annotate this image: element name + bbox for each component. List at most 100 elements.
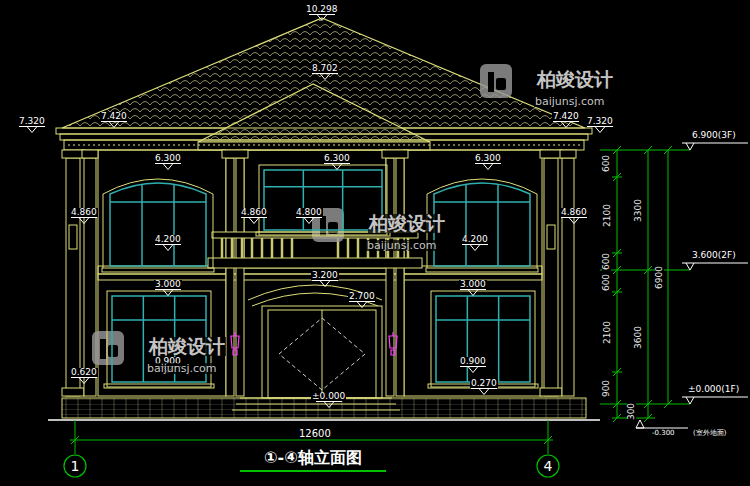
dimension-value: 6900 <box>655 265 664 290</box>
elevation-mark <box>19 127 45 133</box>
window-sill <box>426 268 538 272</box>
elevation-mark <box>553 122 579 128</box>
elevation-mark <box>155 245 181 251</box>
elevation-mark <box>460 290 486 296</box>
elevation-value: 7.320 <box>18 117 46 126</box>
elevation-value: 4.200 <box>461 235 489 244</box>
elevation-value: 6.300 <box>474 154 502 163</box>
window <box>428 291 538 388</box>
wall-lamps <box>231 332 397 355</box>
elevation-value: 8.702 <box>311 64 339 73</box>
drawing-title: ①-④轴立面图 <box>262 449 364 467</box>
watermark-logo-mark <box>100 72 506 359</box>
elevation-value: 6.300 <box>154 154 182 163</box>
elevation-value: 3.000 <box>154 280 182 289</box>
window-trim <box>431 291 535 387</box>
elevation-mark <box>324 164 350 170</box>
elevation-mark <box>561 218 587 224</box>
dimension-value: 600 <box>602 154 611 173</box>
elevation-value: 7.320 <box>586 117 614 126</box>
elevation-value: 6.300 <box>323 154 351 163</box>
elevation-value: 4.860 <box>70 208 98 217</box>
elevation-mark <box>309 15 335 21</box>
axis-number: 1 <box>63 454 87 478</box>
elevation-value: 2.700 <box>348 292 376 301</box>
elevation-value: 3.600(2F) <box>691 251 737 260</box>
watermark: 柏竣设计 <box>536 70 614 89</box>
dimension-value: 600 <box>602 252 611 271</box>
elevation-value: 4.200 <box>154 235 182 244</box>
dimension-value: 600 <box>602 273 611 292</box>
watermark-url: baijunsj.com <box>146 363 218 374</box>
elevation-value: 7.420 <box>552 112 580 121</box>
elevation-value: ±0.000 <box>311 392 346 401</box>
elevation-value: 0.270 <box>470 379 498 388</box>
window-frame <box>434 183 530 266</box>
elevation-mark <box>296 218 322 224</box>
elevation-mark <box>349 302 375 308</box>
elevation-mark <box>71 218 97 224</box>
dimension-value: 900 <box>602 379 611 398</box>
dimension-value: 2100 <box>603 320 612 345</box>
window-mullion <box>434 184 530 266</box>
elevation-mark <box>462 245 488 251</box>
title-underline <box>240 470 386 472</box>
elevation-value: 7.420 <box>100 112 128 121</box>
elevation-mark <box>241 218 267 224</box>
window-mullion <box>436 296 530 382</box>
window-sill <box>104 384 214 388</box>
elevation-mark <box>316 402 342 408</box>
level-note: (室外地面) <box>692 430 727 437</box>
elevation-value: ±0.000(1F) <box>687 385 740 394</box>
gable-ground <box>198 84 430 142</box>
elevation-mark <box>312 281 338 287</box>
elevation-value: 3.000 <box>459 280 487 289</box>
gable-roof <box>198 84 430 142</box>
elevation-value: 4.860 <box>240 208 268 217</box>
elevation-mark <box>460 367 486 373</box>
dimension-value: 300 <box>627 402 636 421</box>
elevation-mark <box>475 164 501 170</box>
window-trim <box>103 179 213 268</box>
axis-bubble: 1 <box>63 454 87 478</box>
watermark-url: baijunsj.com <box>534 96 606 107</box>
window-frame <box>264 170 382 230</box>
watermark-url: baijunsj.com <box>366 240 438 251</box>
dimension-value: 3300 <box>634 198 643 223</box>
elevation-value: 6.900(3F) <box>691 131 737 140</box>
dimension-value: 2100 <box>603 203 612 228</box>
elevation-value: 3.200 <box>311 271 339 280</box>
cornice <box>56 128 592 150</box>
elevation-mark <box>71 378 97 384</box>
elevation-value: 4.800 <box>295 208 323 217</box>
window-frame <box>436 296 530 382</box>
vertical-dimensions <box>600 146 690 422</box>
elevation-mark <box>587 127 613 133</box>
window-mullion <box>264 170 382 230</box>
axis-circle-outline <box>537 455 559 477</box>
axis-circle-outline <box>64 455 86 477</box>
axis-number: 4 <box>536 454 560 478</box>
level-note: -0.300 <box>651 430 676 437</box>
watermark: 柏竣设计 <box>368 214 446 233</box>
watermark: 柏竣设计 <box>148 337 226 356</box>
elevation-mark <box>155 290 181 296</box>
window <box>102 179 214 272</box>
elevation-mark <box>471 389 497 395</box>
dimension-value: 12600 <box>298 429 332 439</box>
level-markers <box>636 143 748 428</box>
brick-plinth <box>62 398 586 418</box>
window-sill <box>102 268 214 272</box>
elevation-value: 4.860 <box>560 208 588 217</box>
ground-line <box>48 419 600 421</box>
axis-bubble: 4 <box>536 454 560 478</box>
elevation-mark <box>101 122 127 128</box>
dimension-value: 3600 <box>634 325 643 350</box>
window-frame <box>110 183 206 266</box>
door-surround <box>248 285 382 398</box>
elevation-value: 0.900 <box>459 357 487 366</box>
elevation-value: 10.298 <box>305 5 339 14</box>
elevation-mark <box>312 74 338 80</box>
elevation-mark <box>155 164 181 170</box>
